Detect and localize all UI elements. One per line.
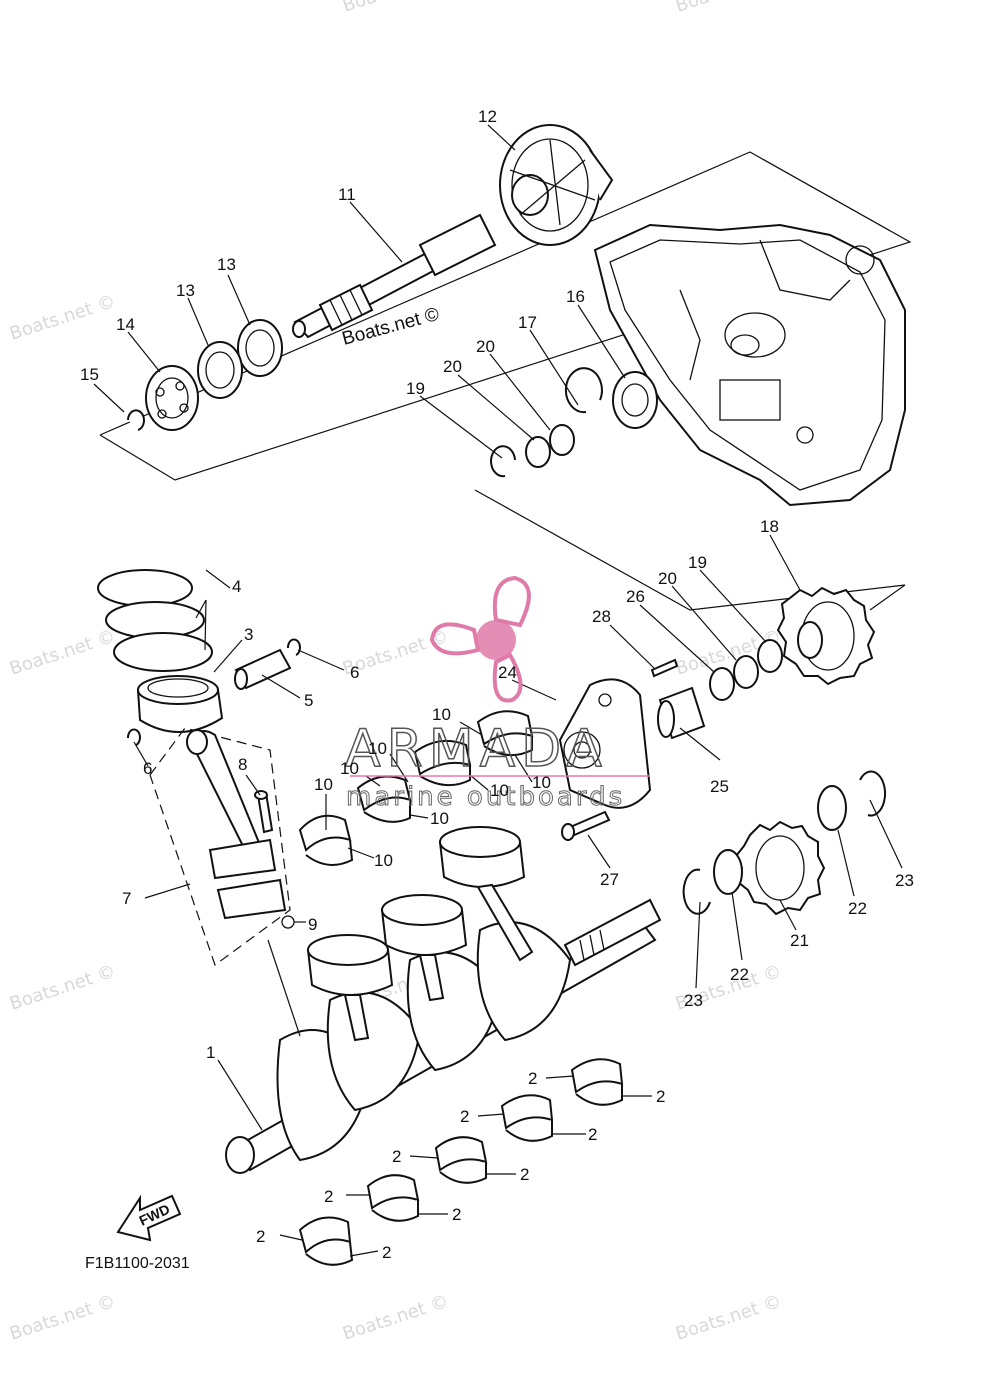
callout-6: 6 — [350, 663, 359, 682]
impeller — [499, 124, 614, 246]
callout-13: 13 — [217, 255, 236, 274]
callout-22: 22 — [730, 965, 749, 984]
watermark: Boats.net © — [340, 1291, 451, 1345]
callout-8: 8 — [238, 755, 247, 774]
callout-21: 21 — [790, 931, 809, 950]
watermark: Boats.net © — [7, 1291, 118, 1345]
callout-28: 28 — [592, 607, 611, 626]
watermark: Boats.net © — [7, 626, 118, 680]
callout-5: 5 — [304, 691, 313, 710]
callout-19: 19 — [688, 553, 707, 572]
callout-23: 23 — [684, 991, 703, 1010]
propeller-icon — [429, 575, 531, 703]
callout-2: 2 — [382, 1243, 391, 1262]
piston-assembly — [126, 638, 301, 746]
driveshaft — [292, 213, 497, 339]
callout-17: 17 — [518, 313, 537, 332]
callout-20: 20 — [443, 357, 462, 376]
callout-10: 10 — [340, 759, 359, 778]
callout-18: 18 — [760, 517, 779, 536]
bearing-seals — [127, 319, 283, 431]
callout-2: 2 — [324, 1187, 333, 1206]
callout-2: 2 — [588, 1125, 597, 1144]
callout-15: 15 — [80, 365, 99, 384]
callout-10: 10 — [490, 781, 509, 800]
callout-1: 1 — [206, 1043, 215, 1062]
watermark: Boats.net © — [673, 0, 784, 17]
callout-2: 2 — [528, 1069, 537, 1088]
leader-lines — [93, 124, 903, 1257]
watermark: Boats.net © — [7, 961, 118, 1015]
callout-10: 10 — [532, 773, 551, 792]
callout-2: 2 — [452, 1205, 461, 1224]
callout-13: 13 — [176, 281, 195, 300]
callout-10: 10 — [314, 775, 333, 794]
callout-16: 16 — [566, 287, 585, 306]
fwd-arrow-icon: FWD — [116, 1194, 182, 1242]
gear-upper — [709, 586, 876, 701]
callout-10: 10 — [430, 809, 449, 828]
brand-name: ARMADA — [345, 719, 608, 779]
callout-10: 10 — [374, 851, 393, 870]
callout-20: 20 — [476, 337, 495, 356]
callout-4: 4 — [232, 577, 241, 596]
callout-25: 25 — [710, 777, 729, 796]
callout-27: 27 — [600, 870, 619, 889]
callout-2: 2 — [256, 1227, 265, 1246]
watermark-layer: Boats.net © Boats.net © Boats.net © Boat… — [7, 0, 784, 1345]
callout-26: 26 — [626, 587, 645, 606]
callout-7: 7 — [122, 889, 131, 908]
gear-lower — [682, 770, 886, 916]
crankshaft-assembly — [225, 826, 662, 1174]
callout-12: 12 — [478, 107, 497, 126]
bearing-circlips-upper — [490, 367, 658, 478]
connecting-rod-group — [149, 727, 295, 966]
callout-layer: 12 11 13 13 14 15 16 17 20 20 19 18 19 2… — [80, 107, 914, 1262]
callout-2: 2 — [656, 1087, 665, 1106]
callout-22: 22 — [848, 899, 867, 918]
callout-3: 3 — [244, 625, 253, 644]
callout-2: 2 — [392, 1147, 401, 1166]
watermark: Boats.net © — [673, 1291, 784, 1345]
callout-2: 2 — [520, 1165, 529, 1184]
rod-bearings — [298, 710, 534, 866]
callout-24: 24 — [498, 663, 517, 682]
callout-10: 10 — [368, 739, 387, 758]
watermark: Boats.net © — [7, 291, 118, 345]
callout-23: 23 — [895, 871, 914, 890]
callout-11: 11 — [338, 185, 356, 204]
watermark: Boats.net © — [340, 0, 451, 17]
callout-9: 9 — [308, 915, 317, 934]
crankcase-cover — [593, 223, 906, 507]
brand-logo: ARMADA marine outboards — [344, 575, 650, 813]
callout-10: 10 — [432, 705, 451, 724]
callout-6: 6 — [143, 759, 152, 778]
brand-tagline: marine outboards — [346, 782, 625, 812]
piston-rings — [97, 569, 213, 672]
callout-20: 20 — [658, 569, 677, 588]
callout-2: 2 — [460, 1107, 469, 1126]
callout-14: 14 — [116, 315, 135, 334]
figure-code: F1B1100-2031 — [85, 1255, 190, 1272]
main-bearings — [298, 1058, 624, 1266]
callout-19: 19 — [406, 379, 425, 398]
